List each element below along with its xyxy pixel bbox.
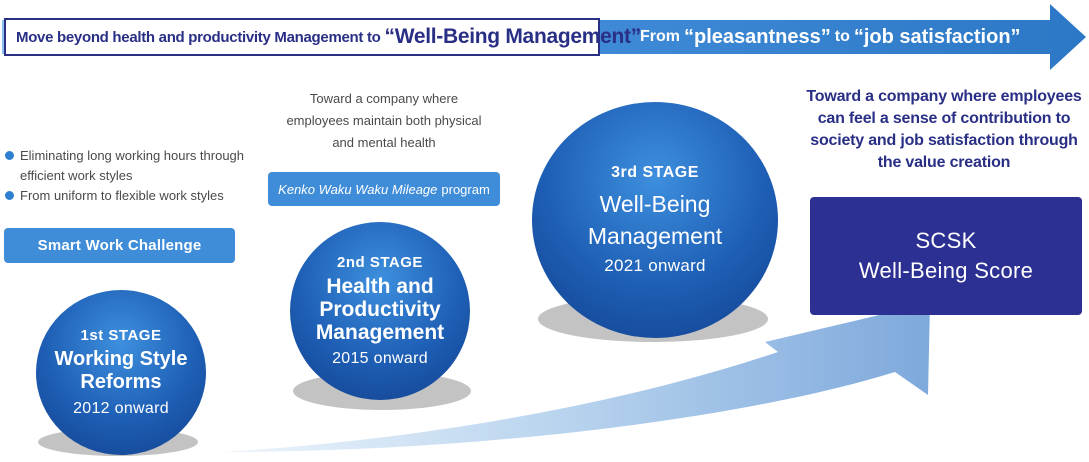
stage2-note-line2: employees maintain both physical xyxy=(286,113,482,128)
header-right-from: From xyxy=(640,28,680,45)
stage2-program-label: Kenko Waku Waku Mileage program xyxy=(268,172,500,206)
stage1-year: 2012 onward xyxy=(73,400,169,417)
score-line2: Well-Being Score xyxy=(858,258,1034,283)
goal-line3: society and job satisfaction through xyxy=(810,132,1078,149)
stage2-note: Toward a company where employees maintai… xyxy=(270,88,498,154)
well-being-score-box: SCSK Well-Being Score xyxy=(810,197,1082,315)
stage2-program-italic: Kenko Waku Waku Mileage xyxy=(278,181,438,197)
stage3-label: 3rd STAGE xyxy=(611,164,699,181)
stage2-year: 2015 onward xyxy=(332,350,428,367)
stage1-program-label: Smart Work Challenge xyxy=(4,228,235,263)
stage1-name-line2: Reforms xyxy=(80,371,162,393)
goal-line1: Toward a company where employees xyxy=(806,88,1082,105)
stage2-note-line1: Toward a company where xyxy=(309,91,459,106)
header-right-pleasantness: “pleasantness” xyxy=(684,25,831,48)
header-left-box: Move beyond health and productivity Mana… xyxy=(4,18,641,56)
header-right-job-satisfaction: “job satisfaction” xyxy=(853,25,1021,48)
stage3-circle: 3rd STAGE Well-Being Management 2021 onw… xyxy=(532,102,778,338)
stage2-label: 2nd STAGE xyxy=(337,254,423,271)
stage1-name-line1: Working Style xyxy=(54,348,188,370)
stage1-bullet: From uniform to flexible work styles xyxy=(4,186,244,206)
goal-statement: Toward a company where employees can fee… xyxy=(800,86,1088,174)
stage2-circle: 2nd STAGE Health and Productivity Manage… xyxy=(290,222,470,400)
stage3-year: 2021 onward xyxy=(604,256,706,275)
stage2-name-line2: Productivity xyxy=(319,298,441,321)
goal-line2: can feel a sense of contribution to xyxy=(817,110,1071,127)
header-right-to: to xyxy=(834,28,850,45)
stage1-bullet-text: From uniform to flexible work styles xyxy=(20,188,224,203)
bullet-dot-icon xyxy=(5,151,14,160)
header-right-text: From “pleasantness” to “job satisfaction… xyxy=(640,22,1025,52)
stage3-name-line1: Well-Being xyxy=(599,191,711,217)
header-left-emphasis: “Well-Being Management” xyxy=(384,25,642,48)
score-line1: SCSK xyxy=(915,228,977,253)
stage1-bullet: Eliminating long working hours through e… xyxy=(4,146,244,186)
stage3-name-line2: Management xyxy=(587,223,723,249)
stage2-name-line3: Management xyxy=(315,321,445,344)
stage2-program-suffix: program xyxy=(441,181,490,197)
stage1-circle: 1st STAGE Working Style Reforms 2012 onw… xyxy=(36,290,206,455)
stage1-bullet-text: Eliminating long working hours through e… xyxy=(20,148,245,183)
stage2-note-line3: and mental health xyxy=(332,135,436,150)
bullet-dot-icon xyxy=(5,191,14,200)
header-left-prefix: Move beyond health and productivity Mana… xyxy=(16,28,381,46)
goal-line4: the value creation xyxy=(877,154,1011,171)
stage1-label: 1st STAGE xyxy=(80,327,162,344)
stage1-bullet-list: Eliminating long working hours through e… xyxy=(4,146,244,206)
stage2-name-line1: Health and xyxy=(326,275,434,298)
